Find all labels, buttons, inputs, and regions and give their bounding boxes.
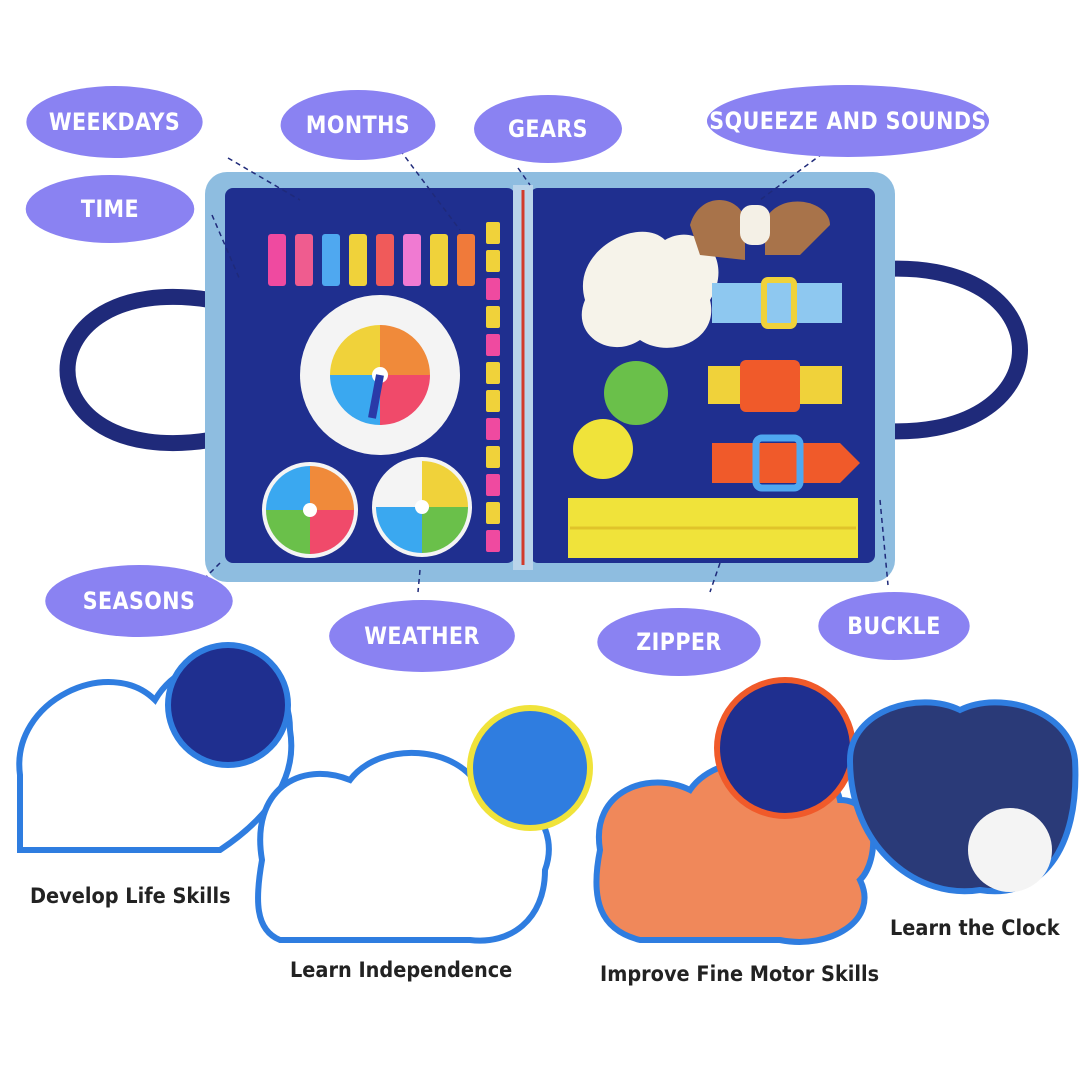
caption-life-skills: Develop Life Skills [30, 884, 231, 908]
orange-strap [712, 443, 860, 483]
side-release-buckle [740, 360, 800, 412]
weather-wheel [372, 457, 472, 557]
label-buckle: BUCKLE [818, 592, 970, 660]
left-handle [59, 288, 212, 452]
month-tabs [486, 222, 500, 552]
cloud-squeeze-toy [581, 231, 719, 348]
label-time: TIME [25, 175, 195, 243]
green-gear [604, 361, 668, 425]
clock-detail [968, 808, 1052, 892]
clock-dial [300, 295, 460, 455]
toggle-detail [165, 642, 291, 768]
weekday-tabs [268, 234, 475, 286]
pin-buckle [752, 434, 804, 492]
label-zipper: ZIPPER [597, 608, 761, 676]
label-gears: GEARS [474, 95, 622, 163]
caption-fine-motor: Improve Fine Motor Skills [600, 962, 880, 986]
toggle-button [690, 200, 830, 260]
buckle-detail [714, 677, 856, 819]
label-squeeze: SQUEEZE AND SOUNDS [706, 85, 990, 157]
yellow-gear [573, 419, 633, 479]
label-weather: WEATHER [329, 600, 515, 672]
label-weekdays: WEEKDAYS [26, 86, 203, 158]
caption-independence: Learn Independence [290, 958, 513, 982]
seasons-wheel [262, 462, 358, 558]
caption-clock: Learn the Clock [890, 916, 1060, 940]
right-handle [869, 260, 1028, 440]
blue-strap [712, 283, 842, 323]
label-months: MONTHS [280, 90, 436, 160]
lacing-detail [467, 705, 593, 831]
leader-lines [204, 147, 889, 593]
label-seasons: SEASONS [45, 565, 233, 637]
